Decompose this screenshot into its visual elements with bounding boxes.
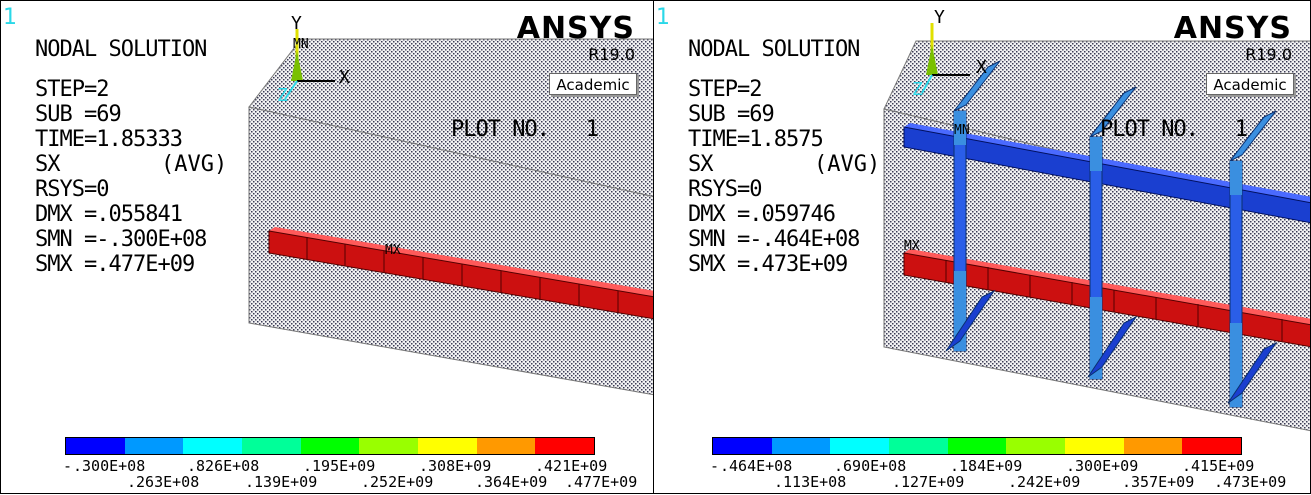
plot-title: NODAL SOLUTION <box>35 37 207 62</box>
axis-y-label: Y <box>291 13 302 34</box>
legend-min-sign: - <box>710 457 720 475</box>
smn-label: SMN =-.464E+08 <box>688 227 860 252</box>
release-label: R19.0 <box>1245 45 1292 64</box>
axis-y-label: Y <box>934 7 945 28</box>
rebar-cage-1 <box>945 60 1001 352</box>
contour-legend <box>712 437 1242 455</box>
window-number: 1 <box>3 5 17 30</box>
legend-tick: .308E+09 <box>419 457 492 475</box>
concrete-front-face <box>248 106 653 396</box>
axis-x-label: X <box>339 67 350 88</box>
legend-min-sign: - <box>63 457 73 475</box>
model-view-right <box>883 23 1310 432</box>
sub-label: SUB =69 <box>35 102 122 127</box>
component-label: SX <box>688 152 713 177</box>
ansys-logo: ANSYS <box>1173 11 1292 46</box>
smx-label: SMX =.473E+09 <box>688 252 848 277</box>
viewport-right[interactable]: 1 NODAL SOLUTION STEP=2 SUB =69 TIME=1.8… <box>653 0 1311 494</box>
axis-x-label: X <box>976 57 987 78</box>
component-label: SX <box>35 152 60 177</box>
dmx-label: DMX =.055841 <box>35 202 183 227</box>
viewport-left[interactable]: 1 NODAL SOLUTION STEP=2 SUB =69 TIME=1.8… <box>0 0 654 494</box>
step-label: STEP=2 <box>688 77 762 102</box>
legend-tick: .473E+09 <box>1214 473 1287 491</box>
max-marker: MX <box>385 243 401 258</box>
legend-tick: .826E+08 <box>187 457 260 475</box>
plot-number: PLOT NO. 1 <box>451 117 599 142</box>
edition-badge: Academic <box>1206 73 1294 95</box>
legend-tick: .252E+09 <box>361 473 434 491</box>
time-label: TIME=1.8575 <box>688 127 824 152</box>
plot-title: NODAL SOLUTION <box>688 37 860 62</box>
beam-blue <box>903 123 1310 224</box>
legend-tick: .139E+09 <box>245 473 318 491</box>
dmx-label: DMX =.059746 <box>688 202 836 227</box>
beam-red <box>268 227 653 320</box>
legend-tick: .263E+08 <box>127 473 200 491</box>
legend-tick: .300E+09 <box>1066 457 1139 475</box>
smn-label: SMN =-.300E+08 <box>35 227 207 252</box>
min-marker: MN <box>954 123 970 138</box>
sub-label: SUB =69 <box>688 102 775 127</box>
max-marker: MX <box>904 239 920 254</box>
legend-tick: .113E+08 <box>774 473 847 491</box>
legend-tick: .242E+09 <box>1008 473 1081 491</box>
smx-label: SMX =.477E+09 <box>35 252 195 277</box>
rsys-label: RSYS=0 <box>35 177 109 202</box>
legend-tick: .195E+09 <box>303 457 376 475</box>
legend-tick: .357E+09 <box>1122 473 1195 491</box>
legend-tick: .415E+09 <box>1182 457 1255 475</box>
rebar-cage-2 <box>1087 86 1138 380</box>
legend-tick: .364E+09 <box>475 473 548 491</box>
time-label: TIME=1.85333 <box>35 127 183 152</box>
legend-tick: .464E+08 <box>720 457 793 475</box>
axis-z-label: Z <box>277 85 288 106</box>
rsys-label: RSYS=0 <box>688 177 762 202</box>
ansys-logo: ANSYS <box>516 11 635 46</box>
avg-label: (AVG) <box>161 152 228 177</box>
edition-badge: Academic <box>549 73 637 95</box>
legend-tick: .421E+09 <box>535 457 608 475</box>
contour-legend <box>65 437 595 455</box>
axis-z-label: Z <box>912 79 923 100</box>
triad-icon <box>921 23 970 94</box>
legend-tick: .184E+09 <box>950 457 1023 475</box>
window-number: 1 <box>656 5 670 30</box>
plot-number: PLOT NO. 1 <box>1100 117 1248 142</box>
legend-tick: .690E+08 <box>834 457 907 475</box>
legend-tick: .300E+08 <box>73 457 146 475</box>
legend-tick: .477E+09 <box>565 473 638 491</box>
min-marker: MN <box>293 37 309 52</box>
release-label: R19.0 <box>588 45 635 64</box>
step-label: STEP=2 <box>35 77 109 102</box>
legend-tick: .127E+09 <box>892 473 965 491</box>
avg-label: (AVG) <box>814 152 881 177</box>
triad-icon <box>284 29 335 100</box>
rebar-cage-3 <box>1227 110 1278 408</box>
beam-red <box>903 249 1310 348</box>
